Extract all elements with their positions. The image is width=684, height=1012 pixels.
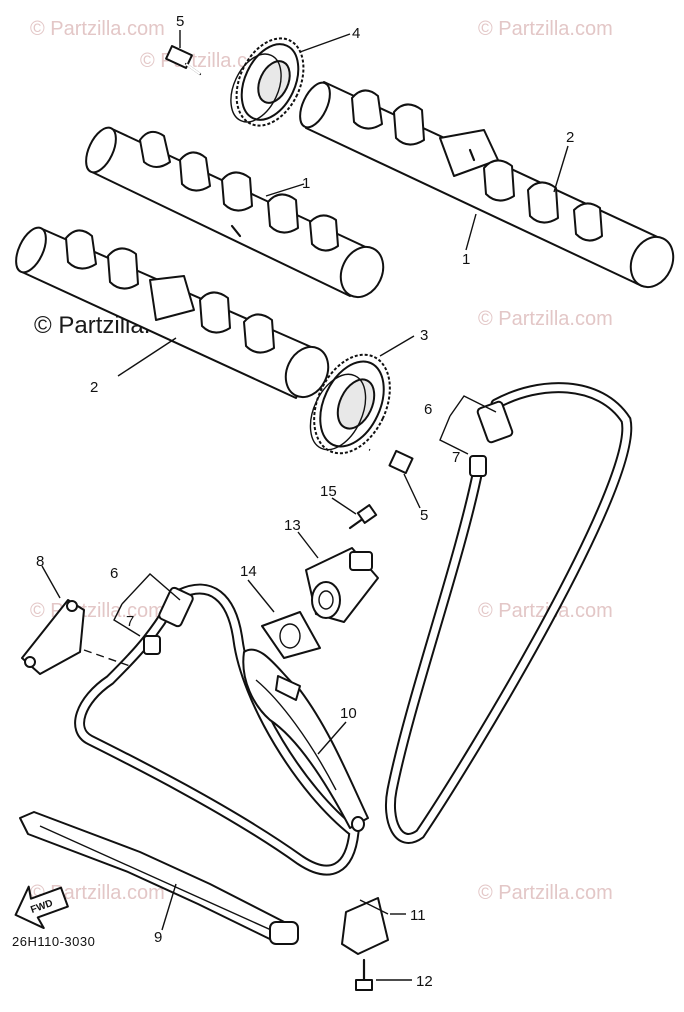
callout-2: 2 xyxy=(90,379,98,396)
bracket-11[interactable] xyxy=(341,897,389,955)
callout-12: 12 xyxy=(416,973,433,990)
gasket-14[interactable] xyxy=(261,611,321,659)
bolt-5-top[interactable] xyxy=(165,45,202,76)
callout-3: 3 xyxy=(420,327,428,344)
bracket-8[interactable] xyxy=(21,599,85,675)
cam-chain-right[interactable] xyxy=(384,382,633,844)
cam-sprocket-3[interactable] xyxy=(299,343,405,466)
callout-5: 5 xyxy=(420,507,428,524)
bolt-5-lower[interactable] xyxy=(368,448,414,475)
callout-2: 2 xyxy=(566,129,574,146)
leader-line xyxy=(297,531,319,559)
watermark: © Partzilla.com xyxy=(478,600,613,622)
leader-line xyxy=(161,883,177,931)
leader-line xyxy=(553,145,569,193)
camshaft-2-upper-right[interactable] xyxy=(294,78,681,294)
leader-line xyxy=(265,183,305,197)
watermark: © Partzilla.com xyxy=(478,882,613,904)
watermark: © Partzilla.com xyxy=(478,18,613,40)
chain-guide-10[interactable] xyxy=(242,648,369,832)
chain-guide-9[interactable] xyxy=(19,811,299,945)
callout-7: 7 xyxy=(126,613,134,630)
leader-line xyxy=(41,565,61,599)
callout-15: 15 xyxy=(320,483,337,500)
leader-line xyxy=(299,33,351,53)
camshaft-2-lower-left[interactable] xyxy=(10,223,336,404)
cam-sprocket-4[interactable] xyxy=(221,28,317,137)
callout-7: 7 xyxy=(452,449,460,466)
leader-line xyxy=(83,649,131,667)
callout-11: 11 xyxy=(410,907,426,924)
leader-line xyxy=(317,721,347,755)
leader-line xyxy=(439,415,469,455)
bolt-12[interactable] xyxy=(355,958,373,991)
leader-line xyxy=(331,497,357,515)
leader-line xyxy=(113,603,141,637)
callout-9: 9 xyxy=(154,929,162,946)
diagram-reference-code: 26H110-3030 xyxy=(12,934,96,949)
callout-6: 6 xyxy=(110,565,118,582)
leader-line xyxy=(117,337,177,377)
forward-arrow-icon: FWD xyxy=(14,885,69,930)
callout-13: 13 xyxy=(284,517,301,534)
callout-14: 14 xyxy=(240,563,257,580)
leader-line xyxy=(247,579,275,613)
watermark: © Partzilla.com xyxy=(478,308,613,330)
leader-line xyxy=(403,473,421,509)
leader-line xyxy=(449,395,497,417)
leader-line xyxy=(379,335,415,357)
watermark: © Partzilla.com xyxy=(30,18,165,40)
callout-1: 1 xyxy=(462,251,470,268)
cam-chain-left[interactable] xyxy=(74,583,360,876)
callout-1: 1 xyxy=(302,175,310,192)
camshaft-1-upper-left[interactable] xyxy=(80,123,391,304)
leader-line xyxy=(465,213,477,251)
callout-8: 8 xyxy=(36,553,44,570)
callout-6: 6 xyxy=(424,401,432,418)
callout-4: 4 xyxy=(352,25,360,42)
leader-line xyxy=(121,573,181,605)
chain-tensioner-13[interactable] xyxy=(305,547,379,623)
bolt-15[interactable] xyxy=(348,504,378,530)
callout-5: 5 xyxy=(176,13,184,30)
callout-10: 10 xyxy=(340,705,357,722)
